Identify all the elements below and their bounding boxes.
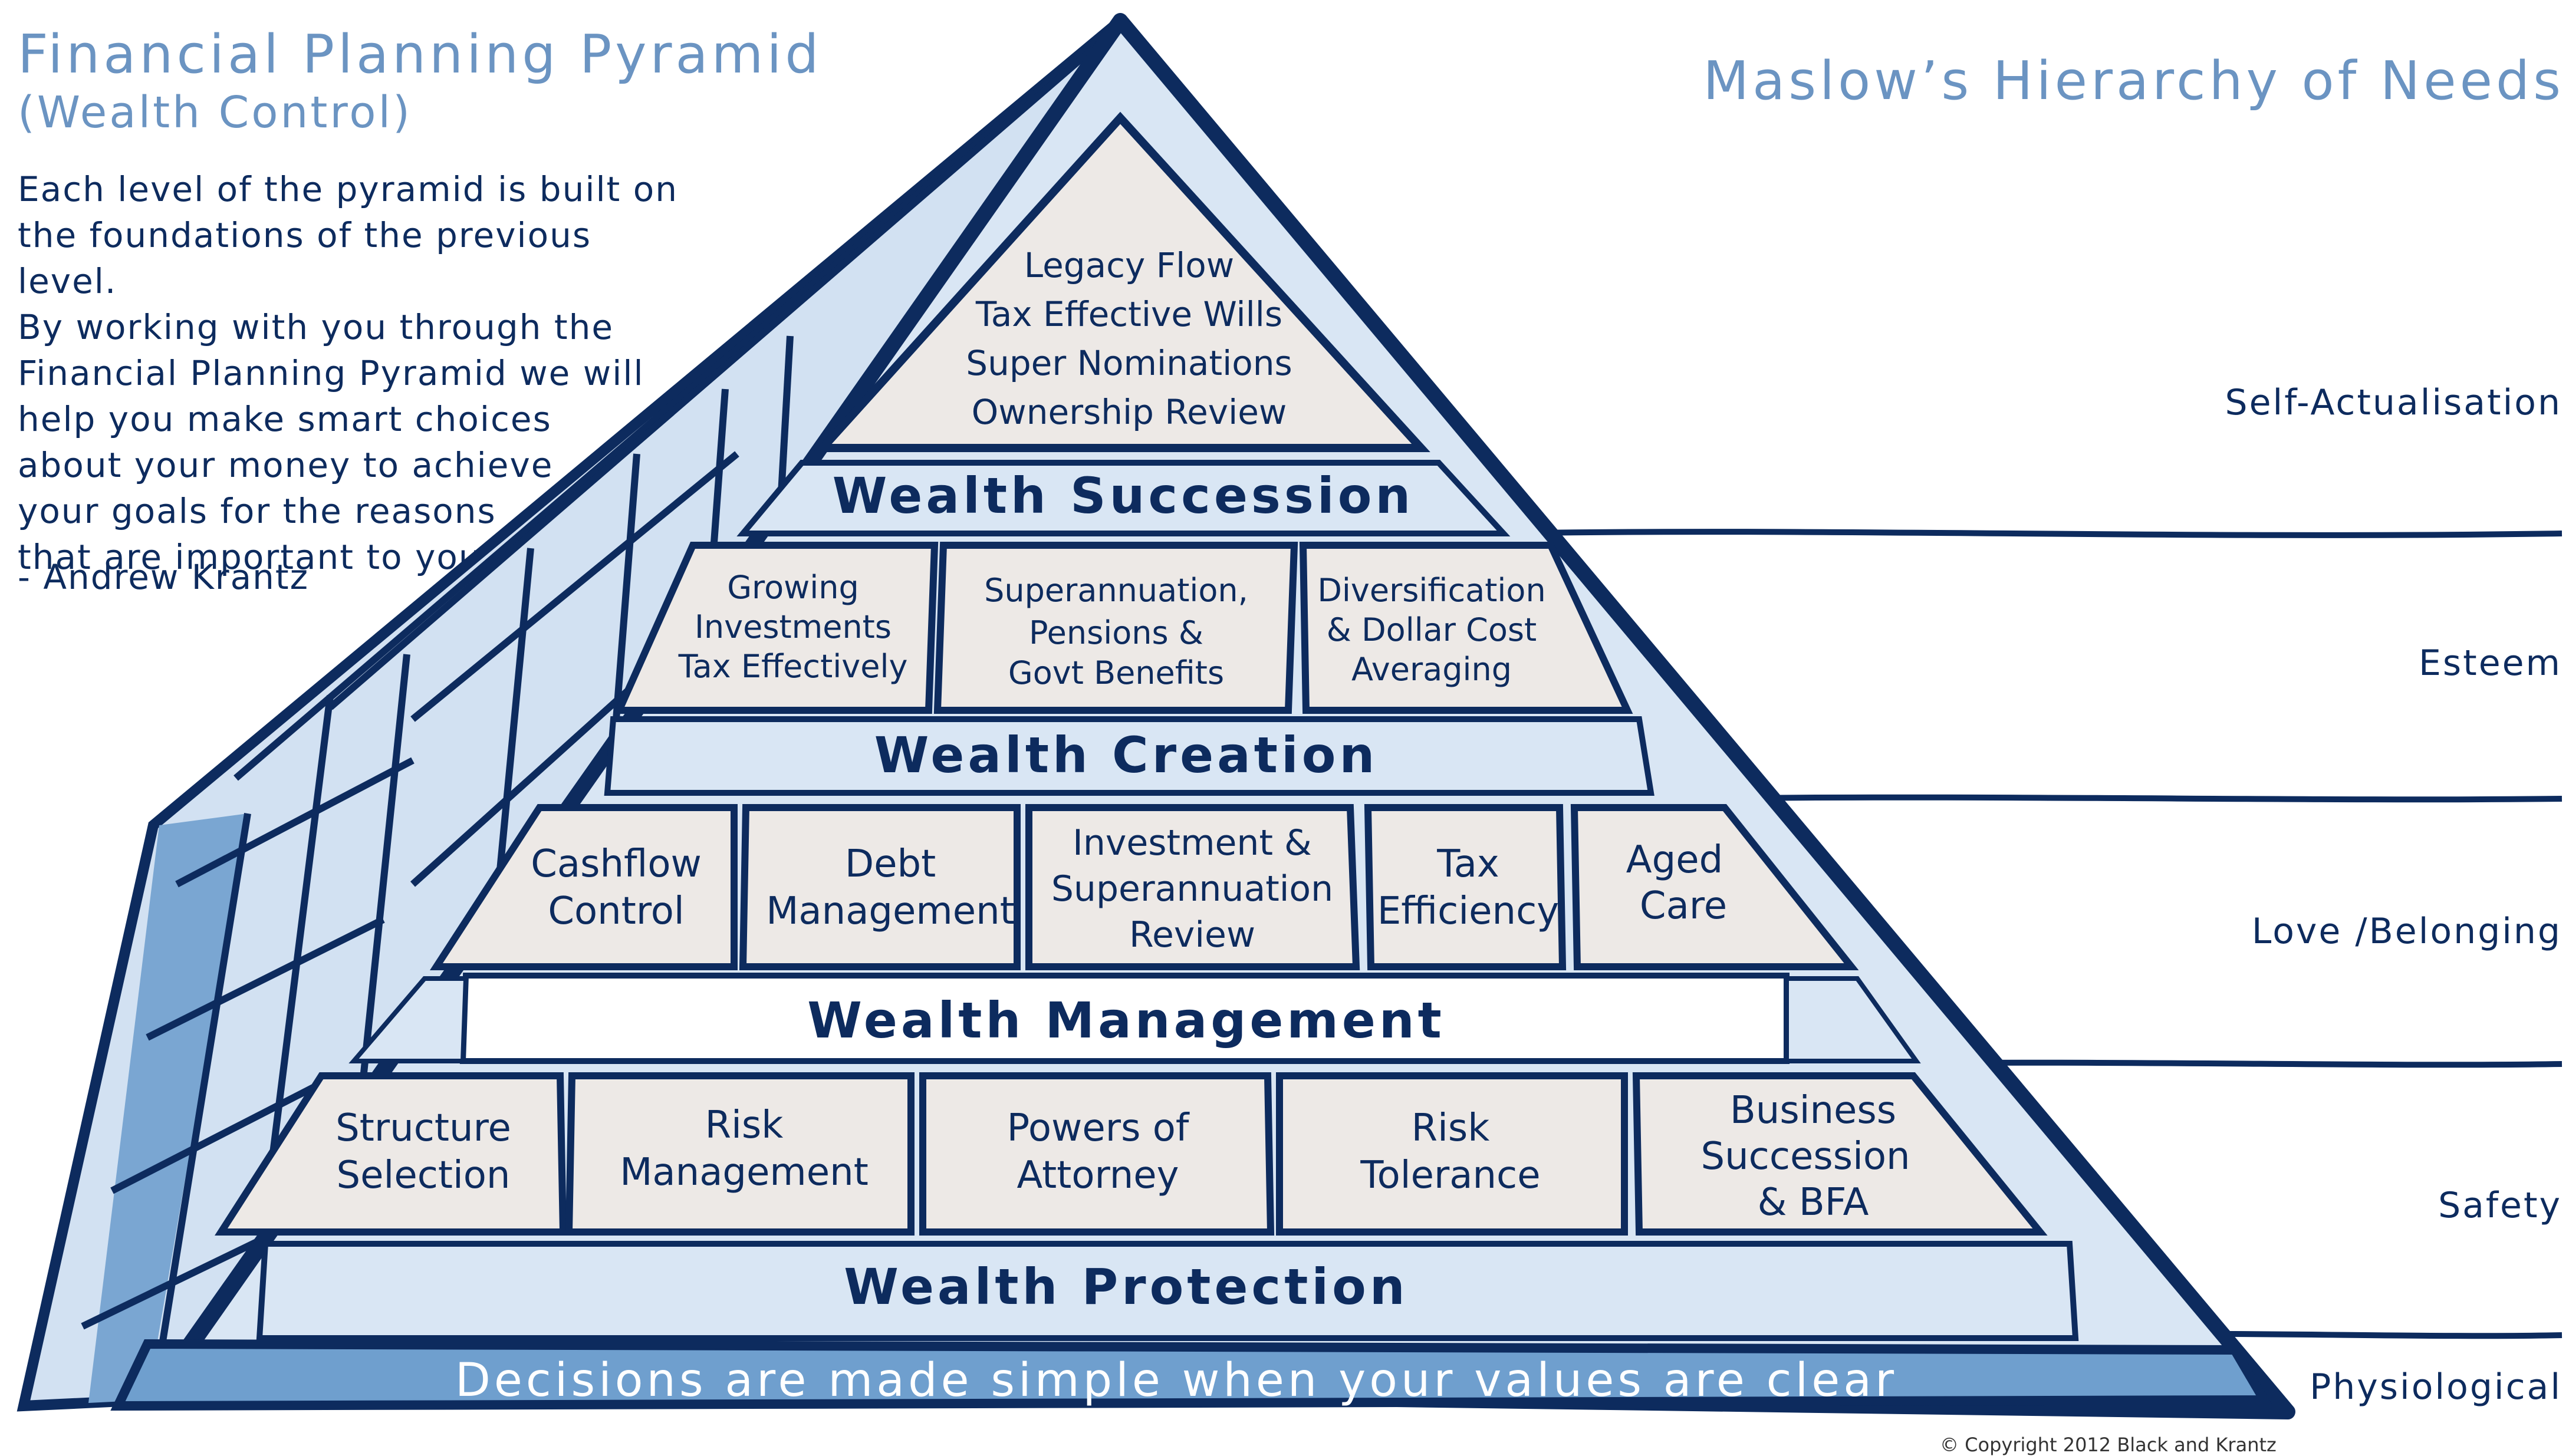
- creation-block: [613, 542, 939, 714]
- band-label: Wealth Succession: [833, 467, 1414, 525]
- creation-block-text: Diversification: [1317, 572, 1545, 609]
- top-block-line: Tax Effective Wills: [975, 294, 1282, 334]
- intro-line: Financial Planning Pyramid we will: [18, 353, 644, 393]
- creation-block-text: & Dollar Cost: [1327, 611, 1537, 648]
- creation-block: [933, 542, 1298, 714]
- creation-block-text: Tax Effectively: [678, 648, 908, 685]
- protection-block-text: Powers of: [1007, 1106, 1190, 1150]
- base-text: Decisions are made simple when your valu…: [455, 1354, 1897, 1407]
- intro-line: your goals for the reasons: [18, 491, 496, 531]
- intro-line: Each level of the pyramid is built on: [18, 169, 678, 209]
- management-block-text: Review: [1129, 914, 1255, 956]
- creation-block-text: Govt Benefits: [1008, 654, 1224, 691]
- creation-block: [1299, 542, 1633, 714]
- maslow-level-love-belonging: Love /Belonging: [2251, 911, 2562, 952]
- protection-block-text: Risk: [705, 1103, 784, 1147]
- protection-block-text: Tolerance: [1360, 1154, 1540, 1197]
- management-block-text: Investment &: [1073, 822, 1312, 864]
- protection-block-text: & BFA: [1758, 1181, 1869, 1224]
- creation-block-text: Growing: [727, 569, 859, 606]
- page-subtitle: (Wealth Control): [18, 87, 412, 138]
- maslow-level-physiological: Physiological: [2310, 1366, 2562, 1408]
- protection-block: [919, 1072, 1275, 1236]
- creation-block-text: Superannuation,: [984, 572, 1248, 609]
- management-block-text: Superannuation: [1051, 868, 1333, 910]
- divider-line: [1497, 529, 2563, 538]
- protection-block: [215, 1072, 567, 1236]
- management-block-text: Care: [1640, 884, 1727, 928]
- divider-line: [1680, 794, 2563, 803]
- management-block: [429, 804, 738, 970]
- management-block-text: Management: [766, 890, 1015, 933]
- protection-block-text: Management: [620, 1151, 869, 1194]
- management-block-text: Cashflow: [531, 842, 702, 886]
- protection-block-text: Attorney: [1017, 1154, 1179, 1197]
- management-block: [1025, 804, 1360, 970]
- creation-block-text: Pensions &: [1029, 614, 1203, 651]
- pyramid-side-face: [17, 17, 1125, 1412]
- author-attribution: - Andrew Krantz: [18, 557, 310, 597]
- maslow-level-esteem: Esteem: [2419, 643, 2562, 684]
- band-wealth-protection: [256, 1241, 2079, 1341]
- management-block-text: Control: [548, 890, 684, 933]
- maslow-level-self-actualisation: Self-Actualisation: [2225, 382, 2562, 423]
- protection-block-text: Selection: [337, 1154, 511, 1197]
- protection-block: [565, 1072, 915, 1236]
- management-block: [1364, 804, 1567, 970]
- page-title: Financial Planning Pyramid: [18, 24, 823, 85]
- protection-block-text: Structure: [335, 1106, 511, 1150]
- management-blocks: [429, 804, 1859, 970]
- management-block-text: Efficiency: [1377, 890, 1559, 933]
- protection-blocks: [215, 1072, 2048, 1236]
- maslow-level-safety: Safety: [2438, 1185, 2562, 1226]
- top-block-line: Super Nominations: [966, 343, 1292, 383]
- management-block: [739, 804, 1021, 970]
- management-block-text: Debt: [845, 842, 936, 886]
- band-label: Wealth Creation: [874, 726, 1379, 784]
- protection-block: [1632, 1072, 2048, 1236]
- intro-line: By working with you through the: [18, 307, 614, 347]
- band-label: Wealth Protection: [844, 1258, 1408, 1316]
- management-block-text: Aged: [1626, 838, 1723, 882]
- top-block-line: Ownership Review: [972, 392, 1287, 432]
- intro-line: that are important to you.: [18, 537, 494, 577]
- protection-block: [1276, 1072, 1628, 1236]
- creation-block-text: Investments: [695, 608, 892, 645]
- creation-block-text: Averaging: [1351, 651, 1512, 688]
- band-wealth-creation: [604, 716, 1654, 796]
- protection-block-text: Business: [1730, 1089, 1896, 1132]
- intro-paragraph: Each level of the pyramid is built on th…: [18, 166, 690, 580]
- band-wealth-succession: [736, 460, 1511, 536]
- management-block: [1570, 804, 1859, 970]
- management-block-text: Tax: [1436, 842, 1499, 886]
- maslow-title: Maslow’s Hierarchy of Needs: [1703, 50, 2564, 112]
- top-block-line: Legacy Flow: [1024, 245, 1234, 285]
- top-block: [813, 111, 1430, 452]
- protection-block-text: Risk: [1412, 1106, 1490, 1150]
- intro-line: the foundations of the previous level.: [18, 215, 592, 301]
- creation-blocks: [613, 542, 1633, 714]
- protection-block-text: Succession: [1700, 1135, 1910, 1178]
- intro-line: about your money to achieve: [18, 445, 554, 485]
- band-label: Wealth Management: [807, 991, 1445, 1049]
- intro-line: help you make smart choices: [18, 399, 552, 439]
- base-band: [110, 1339, 2272, 1411]
